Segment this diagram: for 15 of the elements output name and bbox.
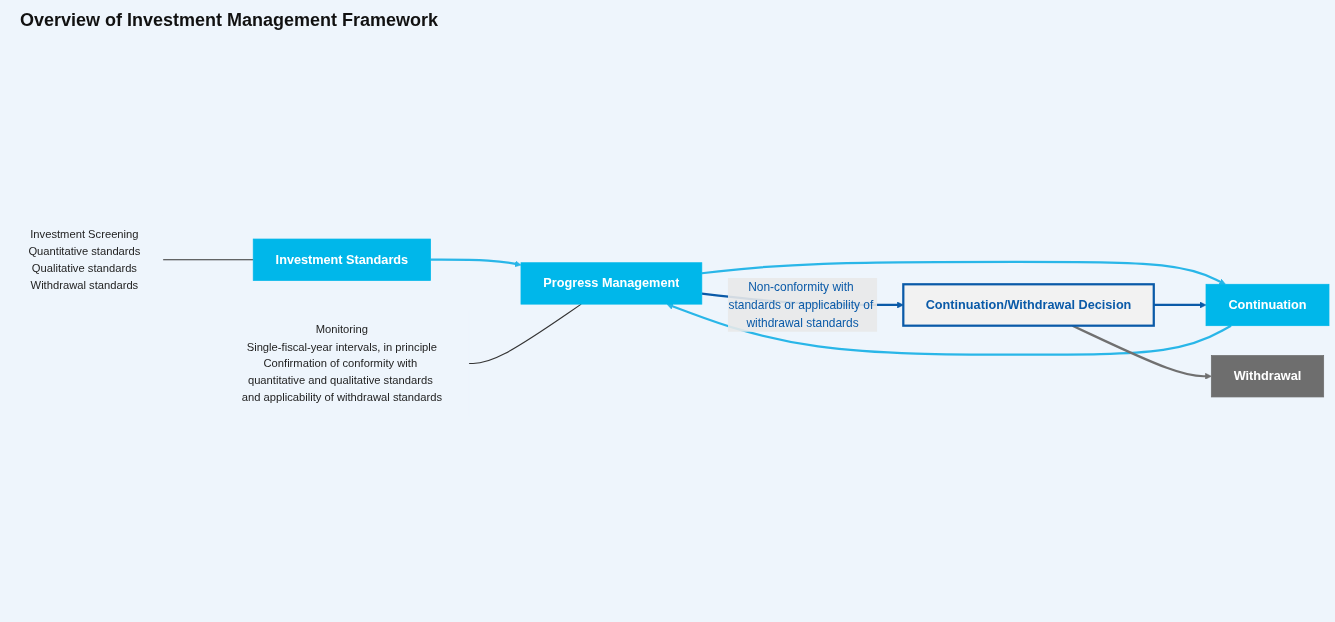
node-box: Continuation: [1205, 284, 1330, 327]
arrow: [430, 258, 522, 268]
diagram-title: Overview of Investment Management Framework: [19, 9, 440, 31]
node-box: Withdrawal: [1210, 355, 1325, 398]
node-box: Continuation/Withdrawal Decision: [902, 283, 1155, 327]
arrow: [701, 260, 1226, 285]
node-text: Monitoring Single-fiscal-year intervals, in principle Confirmation of conformity with quantitative and qualitative standards and applicability of withdrawal standards: [241, 323, 443, 404]
arrow: [666, 303, 1232, 356]
arrow: [1153, 301, 1207, 309]
edge-label: Non-conformity with standards or applicability of withdrawal standards: [728, 280, 874, 330]
node-box: Investment Standards: [252, 238, 431, 281]
connector: [468, 303, 582, 365]
node-text: Investment Screening Quantitative standards Qualitative standards Withdrawal standards: [28, 227, 141, 291]
node-box: Progress Management: [520, 262, 703, 305]
connector: [162, 259, 254, 261]
